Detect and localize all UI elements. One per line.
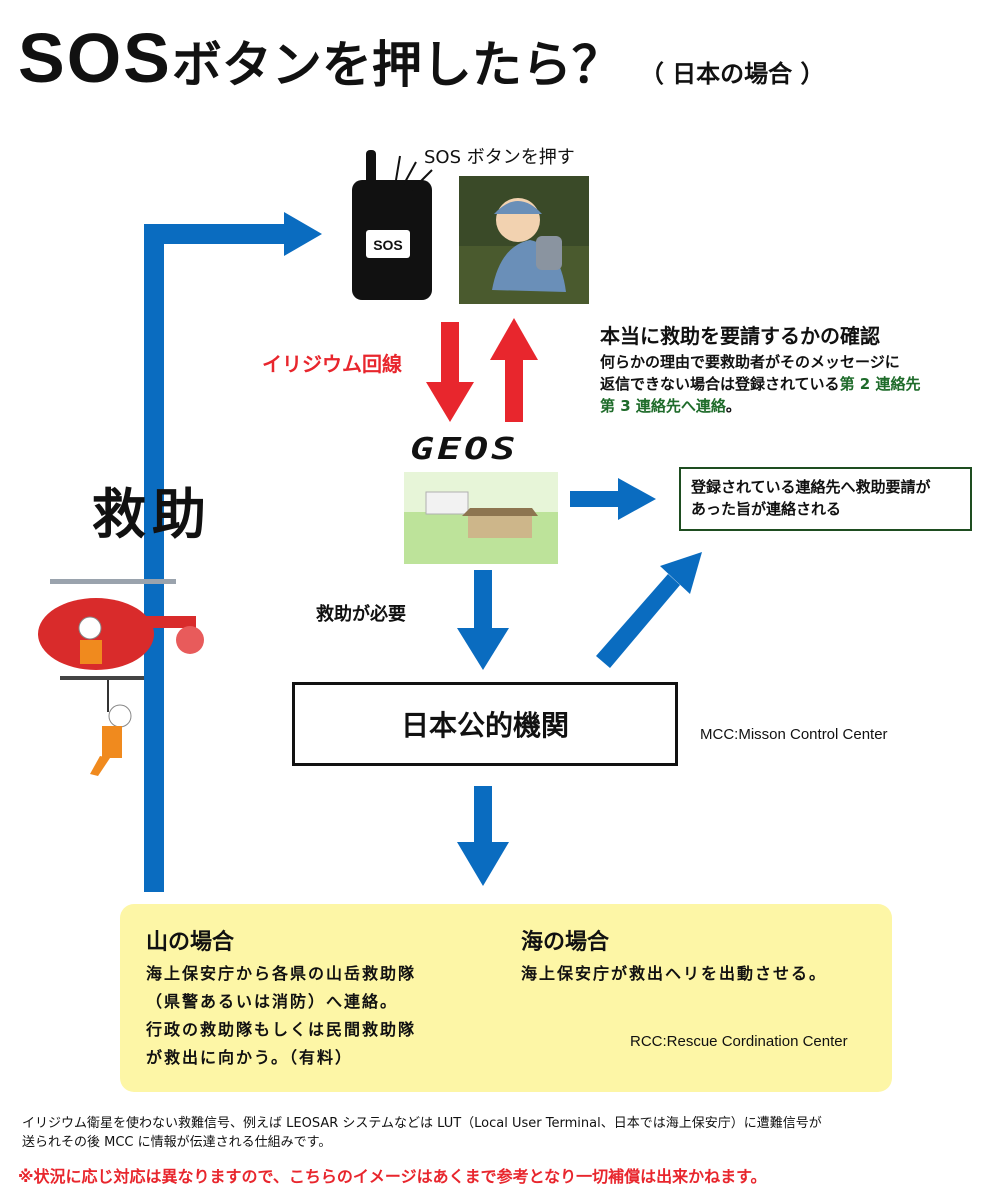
iridium-label: イリジウム回線 bbox=[262, 352, 402, 376]
rcc-note: RCC:Rescue Cordination Center bbox=[630, 1033, 848, 1050]
confirm-line-2a: 返信できない場合は登録されている bbox=[600, 375, 840, 393]
title-main: SOS bbox=[18, 19, 172, 97]
agency-label: 日本公的機関 bbox=[400, 709, 569, 742]
contact-notice-box: 登録されている連絡先へ救助要請が あった旨が連絡される bbox=[679, 467, 972, 531]
sea-body: 海上保安庁が救出ヘリを出動させる。 bbox=[521, 960, 827, 988]
geos-logo: GEOS bbox=[410, 432, 519, 467]
need-rescue-label: 救助が必要 bbox=[316, 604, 406, 625]
sos-device-text: SOS bbox=[373, 237, 403, 253]
iridium-down-arrow bbox=[426, 322, 474, 422]
contact-arrow bbox=[570, 478, 656, 520]
page-title: SOSボタンを押したら？ （ 日本の場合 ） bbox=[18, 18, 825, 98]
injured-hiker-illustration bbox=[459, 176, 589, 304]
confirm-title: 本当に救助を要請するかの確認 bbox=[600, 324, 880, 348]
geos-center-illustration bbox=[404, 472, 558, 564]
footnote-line-1: イリジウム衛星を使わない救難信号、例えば LEOSAR システムなどは LUT（… bbox=[22, 1116, 822, 1131]
agency-box: 日本公的機関 bbox=[292, 682, 678, 766]
confirm-line-2b: 第 2 連絡先 bbox=[839, 375, 921, 393]
footnote: イリジウム衛星を使わない救難信号、例えば LEOSAR システムなどは LUT（… bbox=[22, 1114, 982, 1152]
mountain-line: （県警あるいは消防）へ連絡。 bbox=[146, 992, 399, 1011]
disclaimer: ※状況に応じ対応は異なりますので、こちらのイメージはあくまで参考となり一切補償は… bbox=[18, 1167, 767, 1186]
title-sub: （ 日本の場合 ） bbox=[639, 60, 825, 88]
outcome-panel bbox=[120, 904, 892, 1092]
helicopter-illustration bbox=[38, 579, 204, 776]
confirm-body: 何らかの理由で要救助者がそのメッセージに 返信できない場合は登録されている第 2… bbox=[600, 351, 920, 417]
confirm-line-3a: 第 3 連絡先へ連絡 bbox=[600, 397, 726, 415]
geos-down-arrow bbox=[457, 570, 509, 670]
mountain-body: 海上保安庁から各県の山岳救助隊 （県警あるいは消防）へ連絡。 行政の救助隊もしく… bbox=[146, 960, 416, 1072]
mountain-title: 山の場合 bbox=[146, 930, 235, 955]
mountain-line: 海上保安庁から各県の山岳救助隊 bbox=[146, 964, 417, 983]
sos-device-illustration: SOS bbox=[352, 150, 433, 300]
mcc-note: MCC:Misson Control Center bbox=[700, 726, 888, 743]
sea-title: 海の場合 bbox=[521, 930, 610, 955]
agency-down-arrow bbox=[457, 786, 509, 886]
confirm-line-1: 何らかの理由で要救助者がそのメッセージに bbox=[600, 353, 900, 371]
rescue-label: 救助 bbox=[92, 483, 212, 546]
diagonal-arrow bbox=[596, 552, 702, 668]
title-mid: ボタンを押したら？ bbox=[171, 36, 622, 94]
iridium-up-arrow bbox=[490, 318, 538, 422]
sos-press-label: SOS ボタンを押す bbox=[424, 147, 575, 168]
confirm-line-3: 第 3 連絡先へ連絡。 bbox=[600, 395, 920, 417]
confirm-line-3b: 。 bbox=[725, 397, 741, 415]
confirm-line-2: 返信できない場合は登録されている第 2 連絡先 bbox=[600, 373, 920, 395]
mountain-line: 行政の救助隊もしくは民間救助隊 bbox=[146, 1020, 417, 1039]
rescue-return-arrow bbox=[144, 212, 322, 892]
mountain-line: が救出に向かう。（有料） bbox=[146, 1048, 354, 1067]
sea-line: 海上保安庁が救出ヘリを出動させる。 bbox=[521, 964, 828, 983]
contact-line-1: 登録されている連絡先へ救助要請が bbox=[691, 478, 931, 496]
footnote-line-2: 送られその後 MCC に情報が伝達される仕組みです。 bbox=[22, 1135, 332, 1150]
contact-line-2: あった旨が連絡される bbox=[691, 500, 842, 518]
